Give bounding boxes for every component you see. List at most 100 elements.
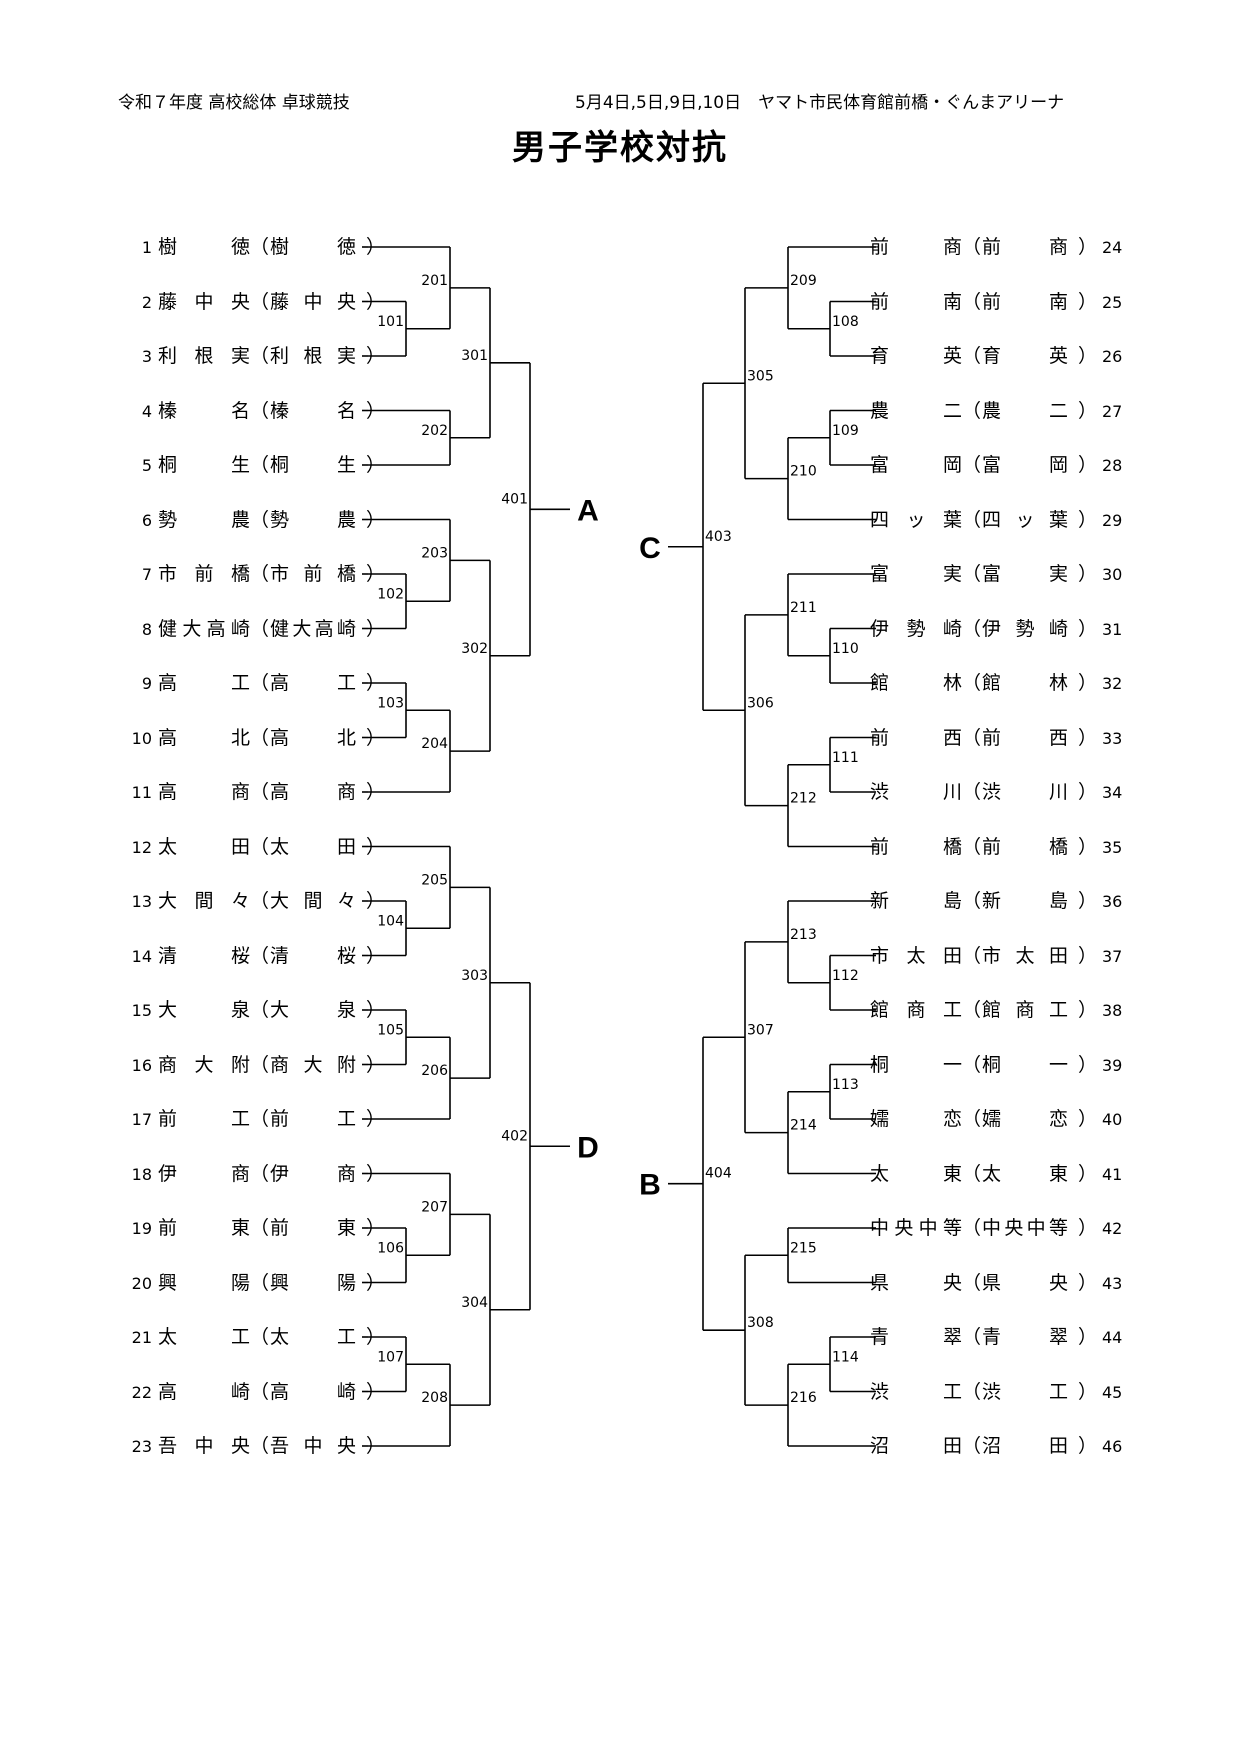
- team-abbrev: 桐 一: [982, 1053, 1068, 1076]
- team-name: 大 泉: [158, 999, 250, 1021]
- team-abbrev: 館 林: [982, 672, 1068, 694]
- team-row: 農 二（農 二）27: [870, 396, 1136, 426]
- match-number: 104: [377, 913, 404, 929]
- team-abbrev: 高 商: [270, 781, 356, 803]
- team-row: 市太田（市太田）37: [870, 941, 1136, 971]
- team-number: 18: [131, 1164, 152, 1184]
- team-abbrev: 興 陽: [270, 1271, 356, 1294]
- team-row: 太 東（太 東）41: [870, 1159, 1136, 1189]
- match-number: 216: [790, 1390, 817, 1406]
- team-abbrev: 利根実: [270, 345, 356, 367]
- team-abbrev: 市太田: [982, 944, 1068, 967]
- team-abbrev: 吾中央: [270, 1435, 356, 1457]
- team-number: 43: [1102, 1273, 1123, 1293]
- match-number: 202: [421, 423, 448, 439]
- team-abbrev: 富 実: [982, 563, 1068, 585]
- team-abbrev: 嬬 恋: [982, 1108, 1068, 1130]
- match-number: 304: [461, 1295, 488, 1311]
- team-abbrev: 前 商: [982, 236, 1068, 258]
- team-row: 前 南（前 南）25: [870, 287, 1136, 317]
- team-number: 42: [1102, 1219, 1123, 1238]
- team-name: 商大附: [158, 1053, 250, 1076]
- match-number: 209: [790, 273, 817, 289]
- team-number: 6: [141, 510, 152, 530]
- team-number: 32: [1102, 674, 1123, 693]
- team-abbrev: 桐 生: [270, 454, 356, 476]
- team-abbrev: 沼 田: [982, 1435, 1068, 1457]
- team-abbrev: 渋 川: [982, 781, 1068, 803]
- team-row: 沼 田（沼 田）46: [870, 1431, 1136, 1461]
- block-label: B: [639, 1169, 661, 1202]
- header-left: 令和７年度 高校総体 卓球競技: [118, 93, 350, 113]
- team-abbrev: 渋 工: [982, 1380, 1068, 1403]
- match-number: 204: [421, 736, 448, 752]
- team-number: 4: [141, 401, 152, 421]
- match-number: 103: [377, 695, 404, 711]
- team-abbrev: 太 田: [270, 835, 356, 858]
- team-row: 富 実（富 実）30: [870, 559, 1136, 589]
- match-number: 113: [832, 1077, 859, 1093]
- team-name: 桐 一: [870, 1053, 962, 1076]
- team-abbrev: 高 工: [270, 672, 356, 694]
- team-number: 23: [131, 1437, 152, 1456]
- team-abbrev: 商大附: [270, 1053, 356, 1076]
- match-number: 211: [790, 600, 817, 616]
- team-name: 前 東: [158, 1217, 250, 1239]
- team-row: 嬬 恋（嬬 恋）40: [870, 1104, 1136, 1134]
- team-number: 1: [141, 238, 152, 257]
- match-number: 214: [790, 1118, 817, 1134]
- match-number: 102: [377, 586, 404, 602]
- match-number: 111: [832, 750, 859, 766]
- team-abbrev: 伊 商: [270, 1162, 356, 1185]
- team-row: 四ッ葉（四ッ葉）29: [870, 505, 1136, 535]
- team-number: 24: [1102, 238, 1123, 257]
- team-number: 14: [131, 946, 152, 966]
- team-number: 41: [1102, 1164, 1123, 1184]
- team-number: 45: [1102, 1382, 1123, 1402]
- team-number: 17: [131, 1110, 152, 1129]
- team-name: 高 北: [158, 726, 250, 749]
- match-number: 206: [421, 1063, 448, 1079]
- team-name: 四ッ葉: [870, 508, 962, 531]
- team-abbrev: 前 東: [270, 1217, 356, 1239]
- team-abbrev: 前 西: [982, 726, 1068, 749]
- team-number: 46: [1102, 1437, 1123, 1456]
- team-number: 15: [131, 1001, 152, 1020]
- team-name: 中央中等: [870, 1217, 962, 1239]
- team-number: 44: [1102, 1328, 1123, 1347]
- block-label: C: [639, 532, 661, 565]
- team-number: 39: [1102, 1055, 1123, 1075]
- team-name: 館商工: [870, 999, 962, 1021]
- team-number: 37: [1102, 946, 1123, 966]
- team-row: 渋 工（渋 工）45: [870, 1377, 1136, 1407]
- team-name: 市前橋: [158, 563, 250, 585]
- team-abbrev: 前 南: [982, 290, 1068, 313]
- team-abbrev: 県 央: [982, 1271, 1068, 1294]
- team-name: 青 翠: [870, 1326, 962, 1348]
- team-name: 榛 名: [158, 399, 250, 422]
- team-number: 36: [1102, 892, 1123, 911]
- team-name: 桐 生: [158, 454, 250, 476]
- team-row: 新 島（新 島）36: [870, 886, 1136, 916]
- team-name: 館 林: [870, 672, 962, 694]
- team-name: 太 田: [158, 835, 250, 858]
- team-number: 40: [1102, 1110, 1123, 1129]
- team-name: 利根実: [158, 345, 250, 367]
- team-number: 19: [131, 1219, 152, 1238]
- match-number: 201: [421, 273, 448, 289]
- team-number: 9: [141, 674, 152, 693]
- match-number: 205: [421, 872, 448, 888]
- team-number: 29: [1102, 510, 1123, 530]
- team-name: 伊勢崎: [870, 617, 962, 640]
- team-name: 太 工: [158, 1326, 250, 1348]
- match-number: 306: [747, 695, 774, 711]
- team-name: 前 橋: [870, 835, 962, 858]
- team-abbrev: 大間々: [270, 890, 356, 912]
- team-number: 11: [131, 783, 152, 802]
- team-name: 新 島: [870, 890, 962, 912]
- match-number: 208: [421, 1390, 448, 1406]
